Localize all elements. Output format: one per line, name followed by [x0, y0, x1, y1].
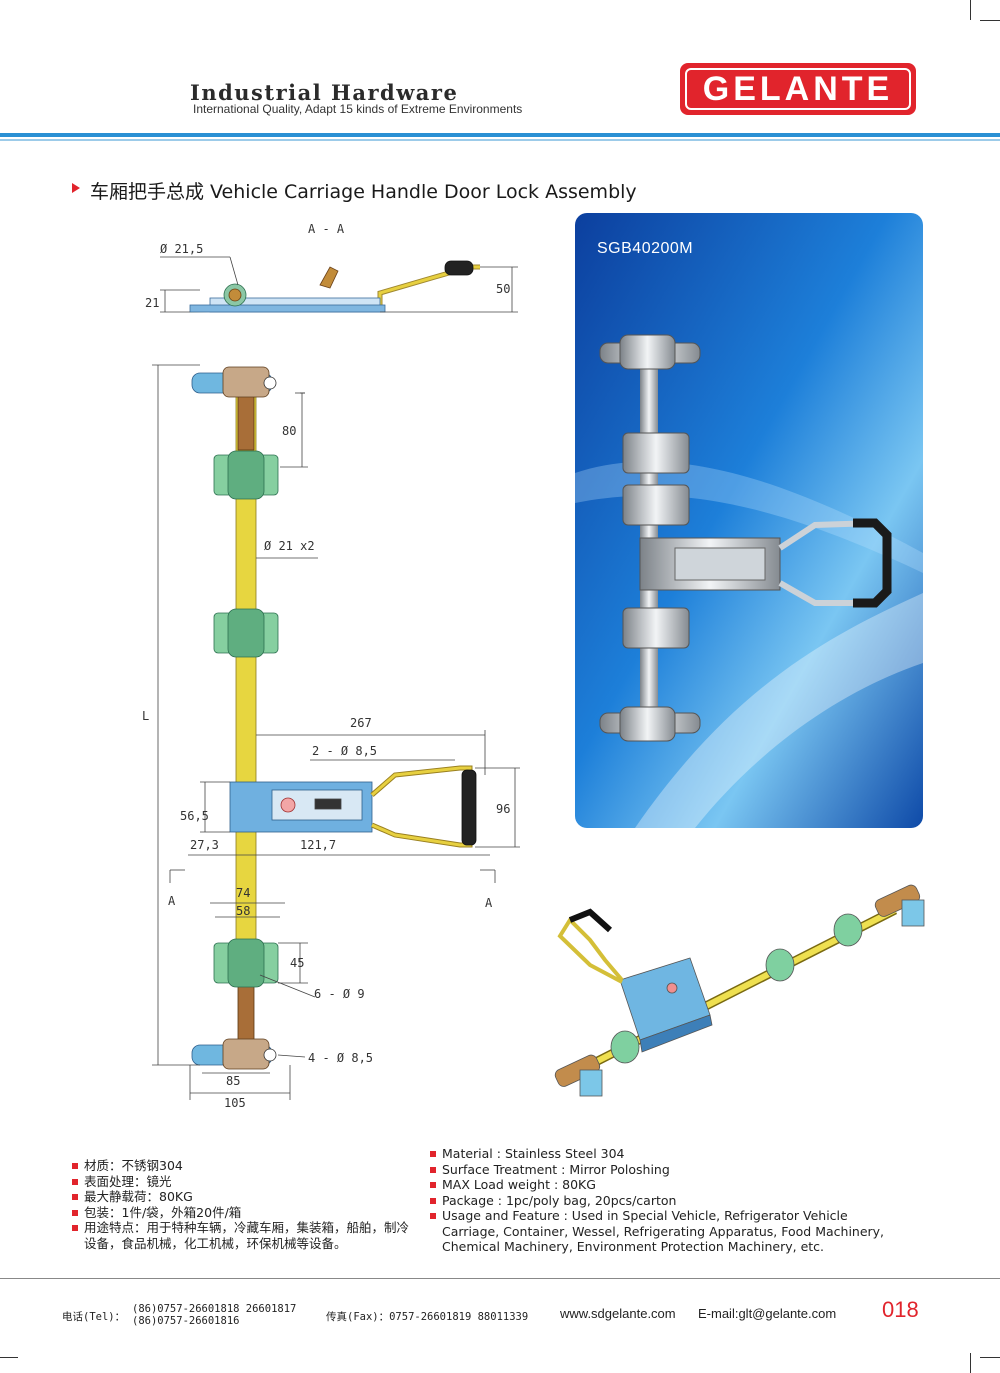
dim-96: 96: [496, 802, 510, 816]
product-model: SGB40200M: [597, 240, 693, 257]
footer-fax: 传真(Fax)：0757-26601819 88011339: [326, 1311, 529, 1323]
spec-cn-package: 包装：1件/袋，外箱20件/箱: [72, 1205, 412, 1221]
dim-267: 267: [350, 716, 372, 730]
dim-45: 45: [290, 956, 304, 970]
dim-2-holes: 2 - Ø 8,5: [312, 744, 377, 758]
dim-56-5: 56,5: [180, 809, 209, 823]
dim-105: 105: [224, 1096, 246, 1110]
spec-cn-surface: 表面处理：镜光: [72, 1174, 412, 1190]
page-number: 018: [882, 1297, 919, 1322]
specs-cn: 材质：不锈钢304 表面处理：镜光 最大静载荷：80KG 包装：1件/袋，外箱2…: [72, 1158, 412, 1251]
dim-74: 74: [236, 886, 250, 900]
dim-80: 80: [282, 424, 296, 438]
product-photo: SGB40200M: [575, 213, 923, 828]
dim-58: 58: [236, 904, 250, 918]
footer-tel-line1: (86)0757-26601818 26601817: [132, 1303, 297, 1315]
header-divider-light: [0, 139, 1000, 141]
crop-mark: [980, 1357, 1000, 1358]
dim-50: 50: [496, 282, 510, 296]
spec-cn-usage: 用途特点：用于特种车辆，冷藏车厢，集装箱，船舶，制冷设备，食品机械，化工机械，环…: [72, 1220, 412, 1251]
footer-email-link[interactable]: E-mail:glt@gelante.com: [698, 1306, 837, 1321]
technical-drawing: A - A Ø 21,5 21 50 80 Ø 21 x2 L 267 2 - …: [142, 222, 520, 1110]
spec-en-surface: Surface Treatment : Mirror Poloshing: [430, 1162, 905, 1178]
dim-21: 21: [145, 296, 159, 310]
crop-mark: [970, 0, 971, 20]
header-divider: [0, 133, 1000, 137]
brand-logo: GELANTE: [680, 63, 916, 115]
footer-website-link[interactable]: www.sdgelante.com: [560, 1306, 676, 1321]
isometric-render: [554, 884, 925, 1097]
footer-divider: [0, 1278, 1000, 1279]
dim-d21x2: Ø 21 x2: [264, 539, 315, 553]
section-label: A - A: [308, 222, 345, 236]
cut-label-left: A: [168, 894, 176, 908]
header-subtitle: International Quality, Adapt 15 kinds of…: [193, 102, 523, 116]
dim-L: L: [142, 709, 149, 723]
section-arrow-icon: [72, 183, 80, 193]
crop-mark: [980, 20, 1000, 21]
spec-en-usage: Usage and Feature : Used in Special Vehi…: [430, 1208, 905, 1255]
dim-85: 85: [226, 1074, 240, 1088]
section-title: 车厢把手总成 Vehicle Carriage Handle Door Lock…: [90, 181, 637, 203]
spec-en-load: MAX Load weight : 80KG: [430, 1177, 905, 1193]
dim-6-holes: 6 - Ø 9: [314, 987, 365, 1001]
cut-label-right: A: [485, 896, 493, 910]
footer-tel-label: 电话(Tel)：: [62, 1311, 126, 1323]
dim-27-3: 27,3: [190, 838, 219, 852]
dim-121-7: 121,7: [300, 838, 336, 852]
specs-en: Material : Stainless Steel 304 Surface T…: [430, 1146, 905, 1255]
footer-tel-line2: (86)0757-26601816: [132, 1315, 240, 1327]
spec-cn-load: 最大静载荷：80KG: [72, 1189, 412, 1205]
spec-en-material: Material : Stainless Steel 304: [430, 1146, 905, 1162]
spec-cn-material: 材质：不锈钢304: [72, 1158, 412, 1174]
header-title: Industrial Hardware: [190, 80, 459, 105]
dim-d21-5: Ø 21,5: [160, 242, 203, 256]
dim-4-holes: 4 - Ø 8,5: [308, 1051, 373, 1065]
brand-name: GELANTE: [685, 68, 911, 110]
crop-mark: [0, 1357, 18, 1358]
crop-mark: [970, 1353, 971, 1373]
spec-en-package: Package : 1pc/poly bag, 20pcs/carton: [430, 1193, 905, 1209]
product-photo-art: SGB40200M: [575, 213, 923, 828]
